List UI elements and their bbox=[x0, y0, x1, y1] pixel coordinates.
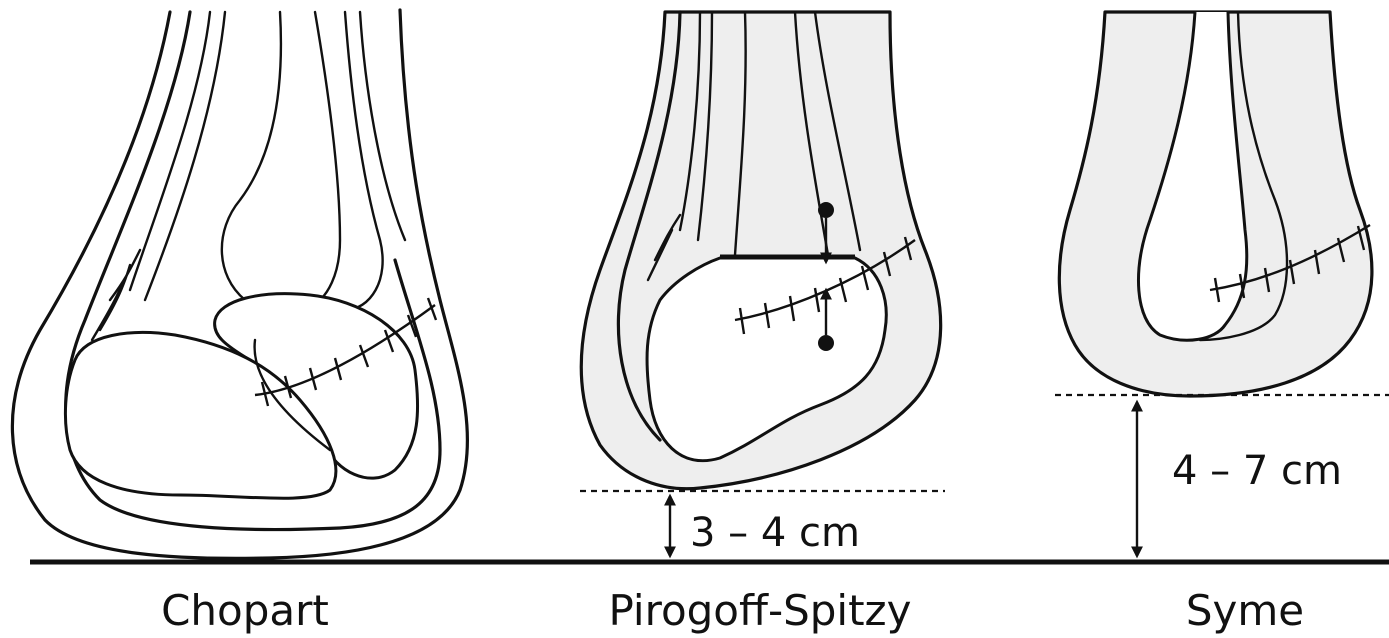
panel-label-pirogoff-spitzy: Pirogoff-Spitzy bbox=[609, 586, 912, 635]
syme-stump: 4 – 7 cm bbox=[1055, 12, 1389, 556]
pirogoff-distance-label: 3 – 4 cm bbox=[690, 510, 860, 556]
chopart-fibula-2 bbox=[360, 12, 405, 240]
syme-distance-label: 4 – 7 cm bbox=[1172, 448, 1342, 494]
chopart-tendon-2 bbox=[145, 12, 225, 300]
pirogoff-top-pin bbox=[818, 202, 834, 218]
chopart-tibia-left bbox=[222, 12, 281, 300]
panel-label-chopart: Chopart bbox=[161, 586, 329, 635]
pirogoff-bottom-pin bbox=[818, 335, 834, 351]
panel-label-syme: Syme bbox=[1186, 586, 1304, 635]
chopart-stump bbox=[12, 10, 467, 558]
pirogoff-stump: 3 – 4 cm bbox=[580, 12, 945, 556]
chopart-tendon-1 bbox=[130, 12, 210, 290]
chopart-tibia-right bbox=[305, 12, 340, 310]
